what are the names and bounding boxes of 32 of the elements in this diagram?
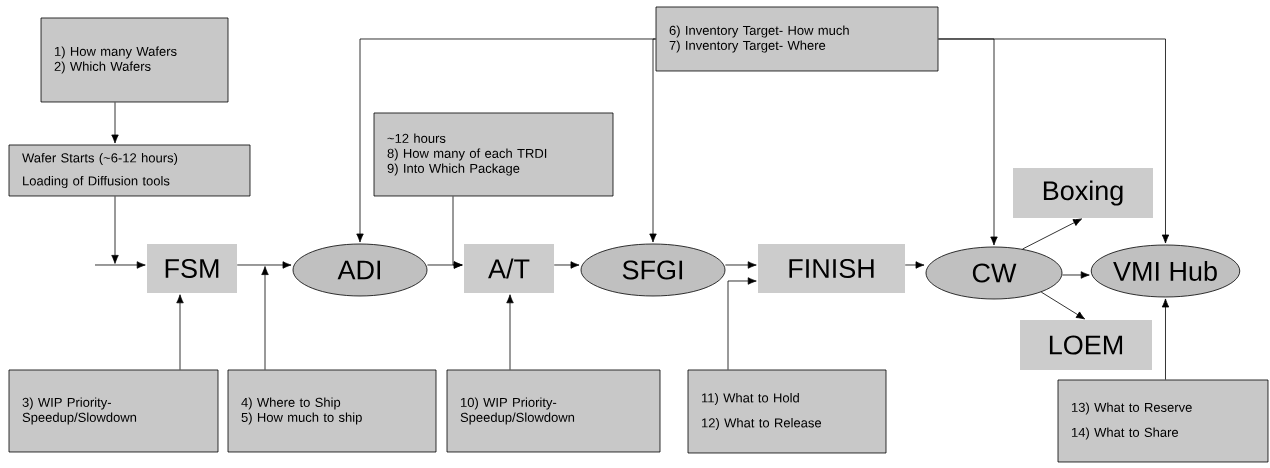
arrow bbox=[176, 294, 184, 370]
arrow bbox=[111, 196, 119, 264]
arrow bbox=[261, 266, 269, 370]
info-box: 3) WIP Priority- Speedup/Slowdown bbox=[8, 369, 219, 453]
arrow bbox=[1062, 271, 1090, 279]
info-box: 10) WIP Priority- Speedup/Slowdown bbox=[446, 369, 661, 453]
arrow bbox=[94, 261, 146, 269]
process-box: LOEM bbox=[1020, 320, 1152, 370]
info-box: ~12 hours 8) How many of each TRDI 9) Into Which Package bbox=[373, 112, 614, 197]
arrow bbox=[1022, 218, 1082, 250]
arrow bbox=[725, 261, 757, 269]
arrow bbox=[111, 102, 119, 144]
process-box: FINISH bbox=[758, 244, 905, 293]
arrow bbox=[553, 261, 580, 269]
process-box: Boxing bbox=[1013, 168, 1153, 218]
info-box: 6) Inventory Target- How much 7) Inventory Target- Where bbox=[655, 6, 939, 72]
arrow bbox=[727, 277, 757, 370]
arrow bbox=[506, 294, 514, 370]
arrow bbox=[236, 261, 292, 269]
process-box: FSM bbox=[147, 244, 237, 293]
arrow bbox=[1161, 298, 1170, 380]
arrow bbox=[649, 38, 657, 243]
info-box: 4) Where to Ship 5) How much to ship bbox=[227, 369, 437, 453]
arrow bbox=[904, 261, 925, 269]
arrow bbox=[427, 261, 463, 269]
arrow bbox=[1040, 291, 1086, 320]
info-box: Wafer Starts (~6-12 hours) Loading of Diffusion tools bbox=[8, 144, 251, 197]
process-box: A/T bbox=[464, 244, 554, 293]
arrow bbox=[938, 38, 1170, 244]
info-box: 13) What to Reserve 14) What to Share bbox=[1057, 379, 1269, 463]
info-box: 1) How many Wafers 2) Which Wafers bbox=[40, 17, 229, 103]
info-box: 11) What to Hold 12) What to Release bbox=[687, 369, 887, 454]
